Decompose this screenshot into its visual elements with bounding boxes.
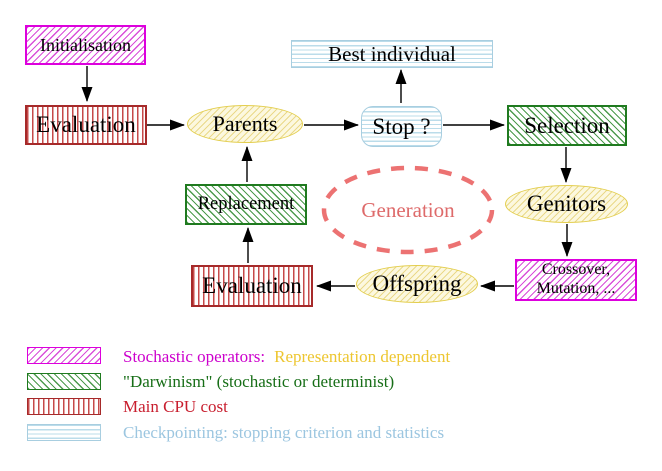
- genitors-ellipse: Genitors: [505, 185, 628, 223]
- crossover-label-line2: Mutation, ...: [536, 280, 616, 297]
- legend-swatch-stochastic-operators: [27, 347, 101, 364]
- legend-label-representation-dependent: Representation dependent: [274, 347, 451, 366]
- replacement-box: Replacement: [185, 184, 307, 225]
- offspring-label: Offspring: [372, 271, 462, 296]
- selection-box: Selection: [507, 105, 627, 146]
- legend-label-main-cpu-cost: Main CPU cost: [123, 397, 228, 416]
- stop-box: Stop ?: [361, 106, 442, 147]
- generation-label-container: Generation: [323, 168, 493, 252]
- selection-label: Selection: [524, 112, 610, 138]
- stop-label: Stop ?: [372, 113, 431, 139]
- legend-label-checkpointing: Checkpointing: stopping criterion and st…: [123, 423, 445, 442]
- generation-dashed-ellipse: [321, 165, 495, 255]
- legend-label-stochastic-operators-text: Stochastic operators:: [123, 347, 266, 366]
- legend-label-stochastic-operators: Stochastic operators: Representation depe…: [123, 347, 450, 367]
- parents-ellipse: Parents: [187, 105, 303, 143]
- initialisation-box: Initialisation: [25, 25, 146, 65]
- crossover-mutation-box: Crossover, Mutation, ...: [515, 259, 637, 301]
- initialisation-label: Initialisation: [40, 34, 131, 55]
- parents-label: Parents: [212, 111, 278, 136]
- offspring-ellipse: Offspring: [356, 265, 478, 303]
- legend-swatch-main-cpu-cost: [27, 398, 101, 415]
- legend-label-darwinism: "Darwinism" (stochastic or determinist): [123, 372, 395, 391]
- best-individual-box: Best individual: [291, 40, 493, 68]
- crossover-label-line1: Crossover,: [541, 261, 611, 279]
- genitors-label: Genitors: [526, 191, 607, 216]
- generation-label: Generation: [361, 197, 455, 222]
- evaluation-top-label: Evaluation: [36, 112, 136, 137]
- legend-swatch-darwinism: [27, 373, 101, 390]
- evaluation-bottom-box: Evaluation: [191, 265, 313, 307]
- evaluation-bottom-label: Evaluation: [202, 273, 302, 298]
- best-individual-label: Best individual: [328, 41, 456, 66]
- evaluation-top-box: Evaluation: [25, 105, 147, 145]
- legend-swatch-checkpointing: [27, 424, 101, 441]
- replacement-label: Replacement: [197, 194, 295, 214]
